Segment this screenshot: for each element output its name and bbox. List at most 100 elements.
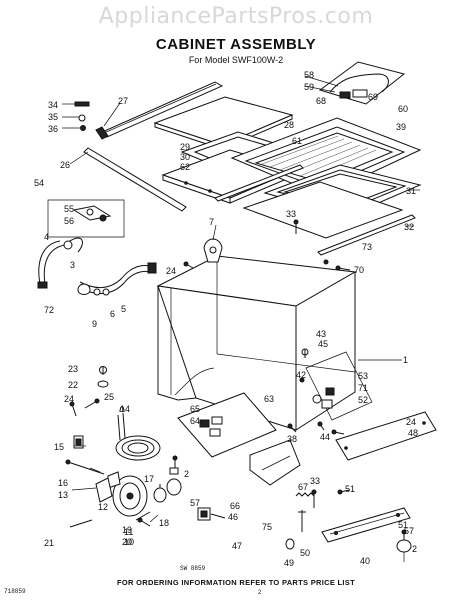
part-screw-24-right [331,429,345,435]
callout: 72 [44,305,54,315]
callout: 9 [92,319,97,329]
callout: 14 [120,404,130,414]
callout: 23 [68,364,78,374]
part-screw-2-right [401,529,407,535]
callout: 24 [166,266,176,276]
part-inlet-hose [37,237,83,289]
callout: 33 [286,209,296,219]
callout: 12 [98,502,108,512]
callout: 39 [396,122,406,132]
part-fastener-23 [99,366,107,375]
watermark: AppliancePartsPros.com [98,4,374,29]
callout: 48 [408,428,418,438]
callout: 68 [316,96,326,106]
callout: 53 [358,371,368,381]
callout: 26 [60,160,70,170]
callout: 36 [48,124,58,134]
part-caster-57-left [166,467,182,496]
part-caster-17 [153,484,167,503]
part-pin-21 [69,519,93,528]
part-valve-bracket [47,199,125,238]
callout: 62 [180,162,190,172]
part-hinge-bar-left [214,164,304,202]
callout: 40 [360,556,370,566]
diagram-title: CABINET ASSEMBLY [155,36,317,53]
callout: 73 [362,242,372,252]
callout: 38 [287,434,297,444]
callout: 5 [121,304,126,314]
part-trim-strip [69,147,187,212]
part-heater-coil [115,406,161,461]
callout: 32 [404,222,414,232]
part-pin-20 [135,511,151,521]
callout: 31 [406,186,416,196]
callout: 7 [209,217,214,227]
callout: 4 [44,232,49,242]
callout: 58 [304,70,314,80]
callout: 24 [64,394,74,404]
callout: 67 [298,482,308,492]
part-cabinet-body [156,238,357,431]
part-switch-assembly [299,348,373,421]
part-pulley-bolt [137,517,151,527]
callout: 15 [54,442,64,452]
callout: 65 [190,404,200,414]
part-base-rail [321,507,411,543]
callout: 25 [104,392,114,402]
callout: 46 [228,512,238,522]
callout: 51 [345,484,355,494]
callout: 64 [190,416,200,426]
leader-lines [71,102,420,562]
callout-labels: 1 2 2 3 4 5 6 7 9 10 11 12 13 14 15 16 1… [34,70,418,568]
callout: 17 [144,474,154,484]
callout: 33 [310,476,320,486]
part-spring-75 [295,492,315,497]
part-support-66 [249,439,301,486]
part-clamp-25 [84,398,100,409]
part-screw-33-top [293,219,299,234]
part-lid-inner-panel [242,181,404,239]
part-motor-pulley [95,471,148,517]
part-screw-44 [317,421,325,431]
callout: 44 [320,432,330,442]
document-id: 718859 [4,588,26,595]
callout: 47 [232,541,242,551]
part-caster-57-right [396,534,412,553]
callout: 55 [64,204,74,214]
part-fastener-22 [97,380,109,388]
callout: 2 [412,544,417,554]
callout: 42 [296,370,306,380]
callout: 13 [58,490,68,500]
ordering-footer: FOR ORDERING INFORMATION REFER TO PARTS … [117,578,355,587]
part-foot-49 [285,538,295,550]
callout: 56 [64,216,74,226]
callout: 20 [122,537,132,547]
part-bracket-50 [298,510,306,532]
part-screw-38 [287,423,297,433]
page-number: 2 [258,590,262,596]
callout: 29 [180,142,190,152]
callout: 16 [58,478,68,488]
part-lid-strip-front [317,214,416,256]
callout: 11 [124,527,133,537]
callout: 75 [262,522,272,532]
part-screw-33-bottom [311,489,317,508]
part-screw-73 [323,259,329,265]
callout: 30 [180,152,190,162]
callout: 57 [190,498,200,508]
callout: 52 [358,395,368,405]
callout: 71 [358,383,368,393]
callout: 69 [368,92,378,102]
part-screw-24-top [183,261,194,269]
drawing-number: SW 8859 [180,565,206,572]
callout: 70 [354,265,364,275]
callout: 18 [159,518,169,528]
callout: 35 [48,112,58,122]
callout: 22 [68,380,78,390]
callout: 51 [398,520,408,530]
callout: 43 [316,329,326,339]
part-screw-70 [335,265,351,271]
part-drive-rod [65,459,105,475]
